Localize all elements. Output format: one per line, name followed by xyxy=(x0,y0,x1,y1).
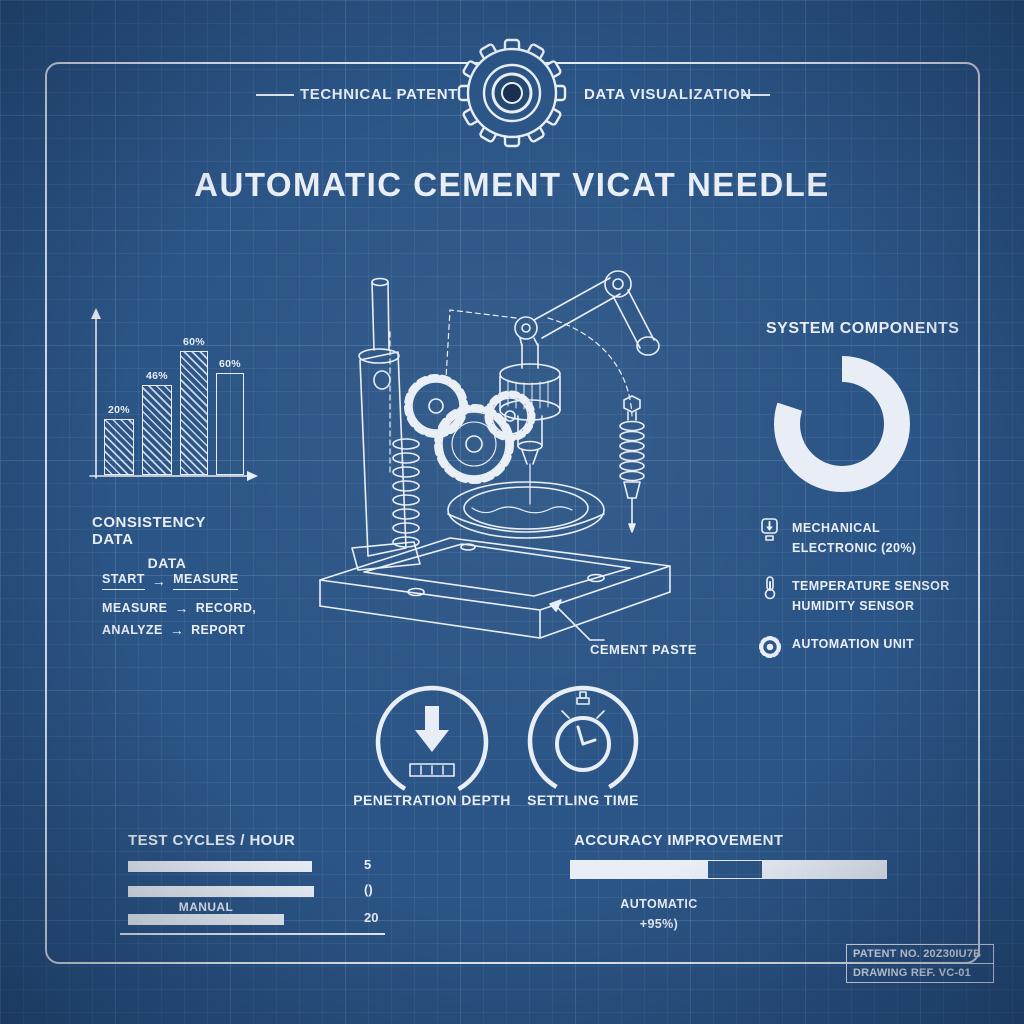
flow-step: START xyxy=(102,572,145,590)
articulated-arm xyxy=(514,270,660,356)
settling-time-gauge xyxy=(527,685,639,797)
accuracy-caption-line2: +95%) xyxy=(639,917,679,931)
header-label-left: TECHNICAL PATENT xyxy=(300,86,458,103)
process-flow-diagram: START → MEASURE MEASURE → RECORD, ANALYZ… xyxy=(102,572,292,648)
accuracy-caption: AUTOMATIC +95%) xyxy=(594,894,724,934)
cement-paste-callout: CEMENT PASTE xyxy=(590,642,697,657)
flow-row: ANALYZE → REPORT xyxy=(102,622,292,638)
flow-row: START → MEASURE xyxy=(102,572,292,590)
progress-segment-gap xyxy=(708,861,762,878)
header-rule-left xyxy=(256,94,294,96)
stopwatch-icon xyxy=(555,691,611,772)
drawing-ref: DRAWING REF. VC-01 xyxy=(853,967,971,979)
hbar xyxy=(128,861,312,872)
header-label-right: DATA VISUALIZATION xyxy=(584,86,752,103)
vicat-apparatus-drawing xyxy=(319,270,671,641)
flow-row: MEASURE → RECORD, xyxy=(102,600,292,616)
flow-step: MEASURE xyxy=(173,572,239,590)
hbar xyxy=(128,914,284,925)
hbar xyxy=(128,886,314,897)
gear-icon xyxy=(457,38,567,148)
flow-step: ANALYZE xyxy=(102,623,163,637)
accuracy-heading: ACCURACY IMPROVEMENT xyxy=(574,832,784,849)
flow-arrow-icon: → xyxy=(174,600,189,616)
bar-column: 20% xyxy=(104,404,134,475)
consistency-bar-chart: 20% 46% 60% 60% xyxy=(86,300,261,490)
legend-text: AUTOMATION UNIT xyxy=(792,634,914,654)
bar-value: 5 xyxy=(364,857,372,872)
manual-label: MANUAL xyxy=(178,900,234,914)
base-plate xyxy=(319,537,671,639)
accuracy-caption-line1: AUTOMATIC xyxy=(620,897,698,911)
chart-axes xyxy=(89,308,258,481)
mechanical-icon xyxy=(761,518,778,541)
components-legend: MECHANICAL ELECTRONIC (20%) TEMPERATURE … xyxy=(758,518,988,678)
bar xyxy=(180,351,208,475)
progress-segment-filled xyxy=(571,861,709,878)
bar-value-label: 60% xyxy=(219,358,241,370)
legend-line: HUMIDITY SENSOR xyxy=(792,599,915,613)
callout-leader-line xyxy=(549,599,605,641)
legend-line: MECHANICAL xyxy=(792,521,881,535)
bar xyxy=(142,385,172,475)
donut-segment xyxy=(774,356,910,492)
automation-gear-icon xyxy=(759,636,781,658)
penetration-depth-gauge xyxy=(375,685,489,799)
test-cycles-chart: TEST CYCLES / HOUR MANUAL 5 () 20 xyxy=(120,832,392,942)
flow-step: RECORD, xyxy=(195,601,257,615)
legend-item: MECHANICAL ELECTRONIC (20%) xyxy=(758,518,988,558)
legend-item: TEMPERATURE SENSOR HUMIDITY SENSOR xyxy=(758,576,988,616)
settling-time-label: SETTLING TIME xyxy=(527,792,639,808)
flow-step: MEASURE xyxy=(102,601,168,615)
down-arrow-icon xyxy=(415,706,449,752)
penetration-depth-label: PENETRATION DEPTH xyxy=(353,792,511,808)
bar-value: () xyxy=(364,882,373,897)
bar-column: 60% xyxy=(216,358,244,475)
legend-text: TEMPERATURE SENSOR HUMIDITY SENSOR xyxy=(792,576,950,616)
flow-arrow-icon: → xyxy=(151,573,167,589)
bar-value-label: 46% xyxy=(146,370,168,382)
legend-text: MECHANICAL ELECTRONIC (20%) xyxy=(792,518,916,558)
title-block: PATENT NO. 20Z30IU7B DRAWING REF. VC-01 xyxy=(846,944,994,983)
spring-left xyxy=(392,438,420,548)
legend-line: TEMPERATURE SENSOR xyxy=(792,579,950,593)
support-column xyxy=(351,277,421,571)
consistency-heading: CONSISTENCY DATA DATA xyxy=(92,514,242,571)
legend-line: AUTOMATION UNIT xyxy=(792,637,915,651)
chart-baseline xyxy=(120,933,385,935)
system-components-heading: SYSTEM COMPONENTS xyxy=(766,320,960,337)
legend-item: AUTOMATION UNIT xyxy=(758,634,988,660)
system-components-donut-chart xyxy=(774,356,910,492)
consistency-heading-line2: DATA xyxy=(147,555,187,571)
bar xyxy=(216,373,244,475)
accuracy-progress-bar xyxy=(570,860,887,879)
bar-value-label: 20% xyxy=(108,404,130,416)
bar xyxy=(104,419,134,475)
test-cycles-heading: TEST CYCLES / HOUR xyxy=(128,832,296,849)
legend-line: ELECTRONIC (20%) xyxy=(792,541,917,555)
temperature-sensor-icon xyxy=(764,576,776,600)
progress-segment-filled xyxy=(761,861,886,878)
bar-value-label: 60% xyxy=(183,336,205,348)
flow-step: REPORT xyxy=(191,623,246,637)
page-title: AUTOMATIC CEMENT VICAT NEEDLE xyxy=(194,166,830,203)
sample-bowl xyxy=(447,481,605,539)
depth-scale-icon xyxy=(409,763,455,777)
spring-right xyxy=(619,395,645,533)
gear-train xyxy=(404,374,536,484)
bar-column: 60% xyxy=(180,336,208,475)
patent-number: PATENT NO. 20Z30IU7B xyxy=(847,945,993,964)
construction-lines xyxy=(389,309,633,475)
bar-column: 46% xyxy=(142,370,172,475)
flow-arrow-icon: → xyxy=(169,622,185,638)
spindle-and-needle xyxy=(499,343,561,505)
bar-value: 20 xyxy=(364,910,379,925)
header-rule-right xyxy=(742,94,770,96)
consistency-heading-line1: CONSISTENCY DATA xyxy=(92,514,206,548)
accuracy-improvement-chart: ACCURACY IMPROVEMENT AUTOMATIC +95%) xyxy=(570,832,890,937)
